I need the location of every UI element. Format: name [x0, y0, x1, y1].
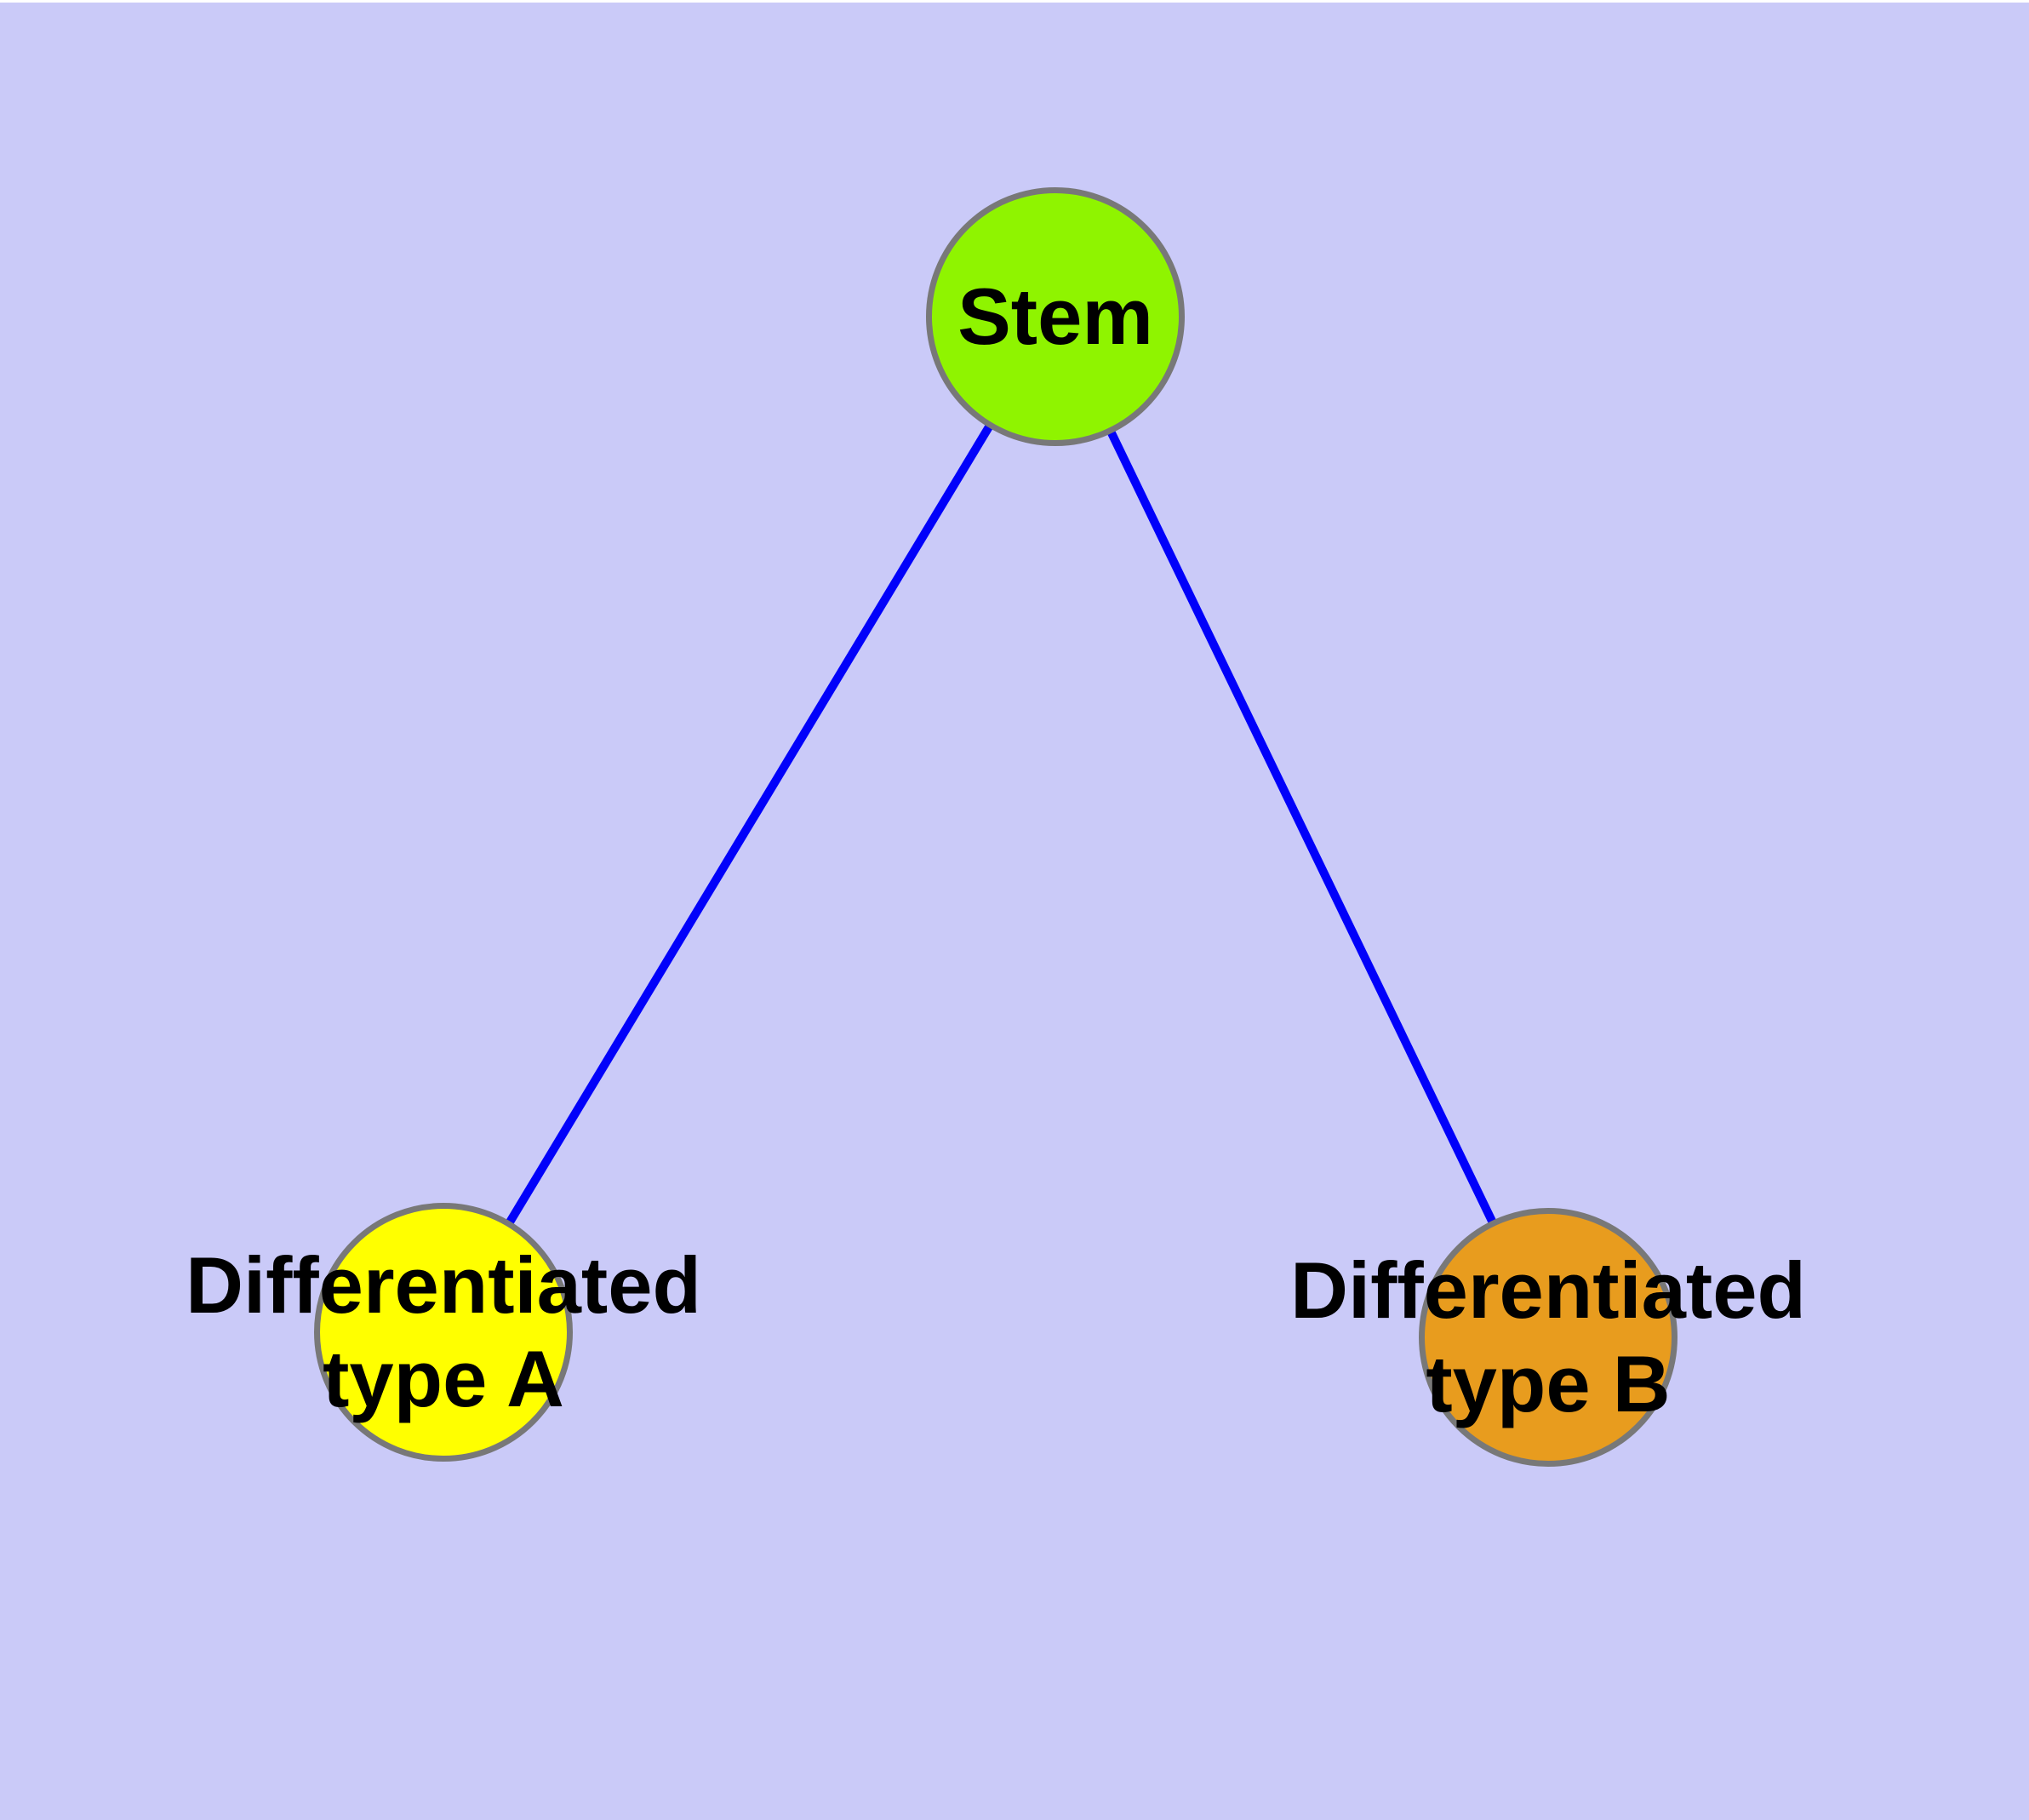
label-line: Stem: [957, 272, 1153, 362]
label-stem: Stem: [957, 270, 1153, 363]
label-line: Differentiated: [1290, 1245, 1806, 1336]
label-line: type B: [1426, 1339, 1671, 1428]
top-margin-strip: [0, 0, 2029, 3]
node-differentiated-type-a: [314, 1203, 573, 1462]
edge-stem-to-type-b: [1051, 314, 1552, 1340]
edge-stem-to-type-a: [439, 314, 1060, 1335]
label-line: type A: [323, 1334, 564, 1423]
node-differentiated-type-b: [1419, 1208, 1677, 1467]
label-line: Differentiated: [186, 1240, 701, 1331]
node-stem: [926, 187, 1185, 446]
label-differentiated-type-a: Differentiated type A: [186, 1239, 701, 1426]
label-differentiated-type-b: Differentiated type B: [1290, 1244, 1806, 1431]
